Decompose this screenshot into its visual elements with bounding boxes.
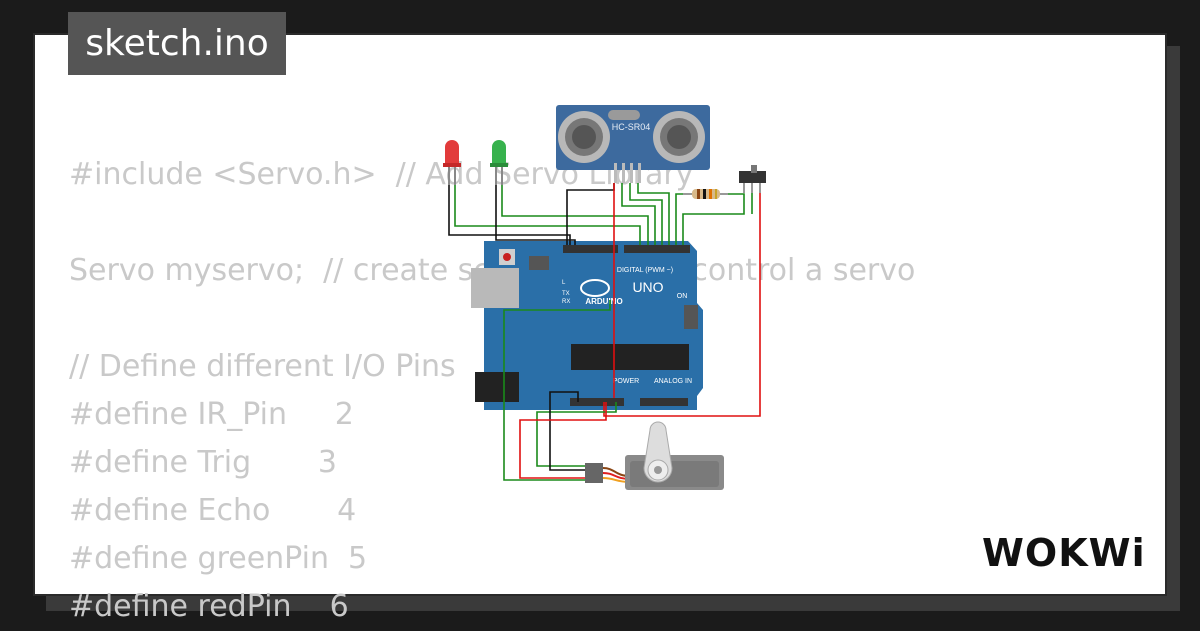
- ultrasonic-sensor[interactable]: HC-SR04: [556, 105, 710, 183]
- slide-switch[interactable]: [739, 165, 766, 193]
- arduino-uno-board[interactable]: DIGITAL (PWM ~) ANALOG IN POWER ARDUINO …: [471, 241, 703, 410]
- l-label: L: [562, 280, 566, 286]
- power-header-label: POWER: [613, 378, 639, 385]
- code-line: #define Echo 4: [69, 493, 357, 528]
- tx-label: TX: [562, 291, 570, 297]
- wires: [448, 183, 761, 481]
- red-led[interactable]: [443, 140, 461, 185]
- resistor[interactable]: [683, 189, 728, 199]
- analog-header-label: ANALOG IN: [654, 378, 692, 385]
- code-line: #include <Servo.h> // Add Servo Library: [69, 157, 694, 192]
- code-line: // Define different I/O Pins: [69, 349, 456, 384]
- wokwi-logo: WOKWi: [982, 531, 1146, 575]
- code-line: #define greenPin 5: [69, 541, 368, 576]
- on-label: ON: [677, 293, 688, 300]
- digital-header-label: DIGITAL (PWM ~): [617, 267, 673, 274]
- green-led[interactable]: [490, 140, 508, 185]
- code-line: #define IR_Pin 2: [69, 397, 354, 432]
- board-model: UNO: [632, 279, 663, 295]
- code-line: #define Trig 3: [69, 445, 338, 480]
- servo-motor[interactable]: [585, 421, 724, 490]
- sensor-label: HC-SR04: [612, 122, 651, 132]
- code-line: #define redPin 6: [69, 589, 349, 624]
- file-name-tag: sketch.ino: [68, 12, 286, 75]
- logo-text: WOKWi: [982, 531, 1146, 575]
- board-brand: ARDUINO: [585, 297, 622, 306]
- rx-label: RX: [562, 299, 570, 305]
